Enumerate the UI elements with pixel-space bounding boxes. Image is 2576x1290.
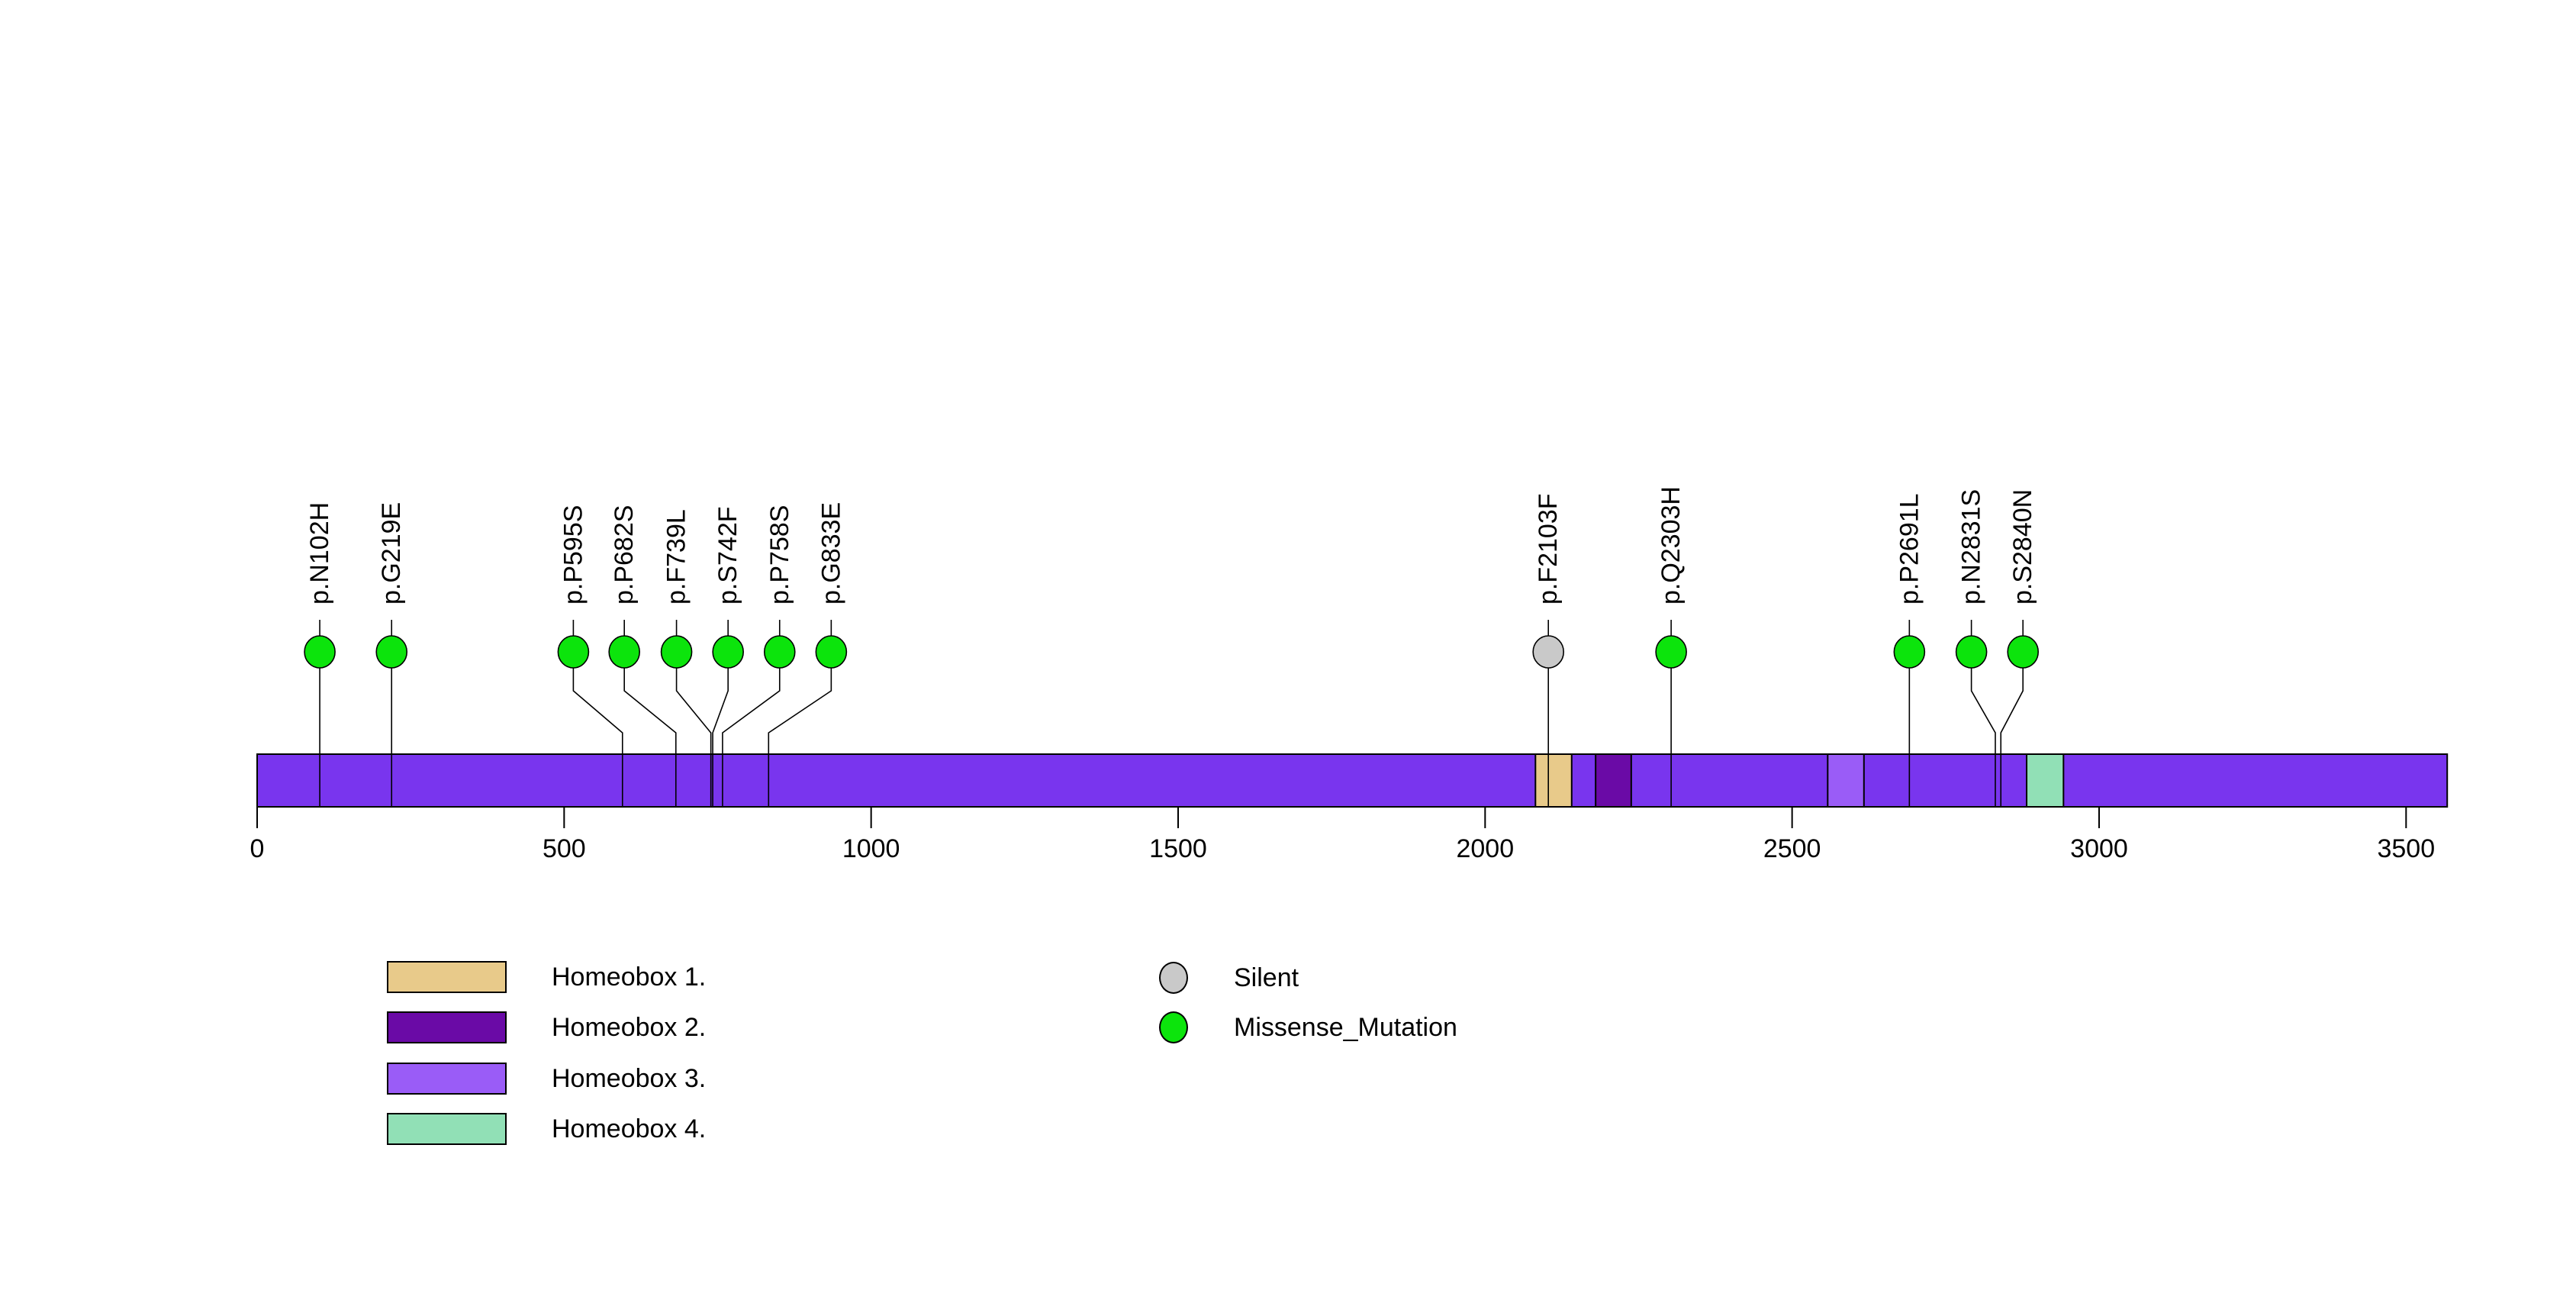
legend-swatch-homeobox-3 bbox=[387, 1063, 507, 1095]
legend-swatch-homeobox-4 bbox=[387, 1113, 507, 1145]
mutation-stem-lower bbox=[675, 668, 712, 806]
axis-tick-label: 500 bbox=[543, 834, 586, 863]
mutation-label-p-f739l: p.F739L bbox=[662, 509, 691, 605]
axis-tick-label: 3500 bbox=[2377, 834, 2435, 863]
legend-label-homeobox-1: Homeobox 1. bbox=[552, 963, 707, 992]
legend-label-silent: Silent bbox=[1234, 963, 1299, 992]
mutation-label-p-p595s: p.P595S bbox=[559, 505, 588, 605]
mutation-circle-p-s2840n bbox=[2007, 635, 2040, 669]
legend-label-homeobox-3: Homeobox 3. bbox=[552, 1064, 707, 1093]
legend-swatch-homeobox-2 bbox=[387, 1011, 507, 1043]
mutation-circle-p-p758s bbox=[763, 635, 796, 669]
domain-rect-homeobox-4 bbox=[2026, 753, 2065, 808]
legend-label-homeobox-4: Homeobox 4. bbox=[552, 1114, 707, 1143]
mutation-circle-p-p595s bbox=[557, 635, 590, 669]
mutation-label-p-s2840n: p.S2840N bbox=[2008, 489, 2037, 605]
mutation-stem-lower bbox=[768, 668, 832, 806]
axis-tick-label: 1500 bbox=[1149, 834, 1207, 863]
mutation-label-p-p758s: p.P758S bbox=[765, 505, 794, 605]
mutation-circle-p-s742f bbox=[712, 635, 744, 669]
mutation-circle-p-g219e bbox=[375, 635, 408, 669]
legend-label-homeobox-2: Homeobox 2. bbox=[552, 1013, 707, 1042]
legend-label-missense: Missense_Mutation bbox=[1234, 1013, 1457, 1042]
mutation-circle-p-n2831s bbox=[1955, 635, 1988, 669]
axis-tick-label: 0 bbox=[250, 834, 265, 863]
axis-tick-label: 2500 bbox=[1763, 834, 1821, 863]
mutation-label-p-g833e: p.G833E bbox=[816, 502, 845, 605]
mutation-stem-lower bbox=[722, 668, 781, 806]
mutation-circle-p-p682s bbox=[608, 635, 640, 669]
mutation-label-p-s742f: p.S742F bbox=[713, 506, 742, 605]
domain-rect-homeobox-2 bbox=[1595, 753, 1632, 808]
mutation-circle-p-p2691l bbox=[1893, 635, 1926, 669]
legend-swatch-homeobox-1 bbox=[387, 961, 507, 993]
mutation-stem-lower bbox=[572, 668, 623, 806]
mutation-circle-p-q2303h bbox=[1655, 635, 1687, 669]
mutation-label-p-q2303h: p.Q2303H bbox=[1657, 486, 1686, 605]
axis-tick-label: 3000 bbox=[2070, 834, 2128, 863]
domain-rect-homeobox-1 bbox=[1534, 753, 1573, 808]
mutation-label-p-n2831s: p.N2831S bbox=[1957, 489, 1986, 605]
mutation-circle-p-f739l bbox=[660, 635, 693, 669]
mutation-label-p-p682s: p.P682S bbox=[610, 505, 639, 605]
mutation-stem-lower bbox=[623, 668, 677, 806]
axis-tick-label: 2000 bbox=[1456, 834, 1514, 863]
mutation-stem-lower bbox=[2000, 668, 2024, 806]
domain-rect-homeobox-3 bbox=[1827, 753, 1865, 808]
mutation-label-p-p2691l: p.P2691L bbox=[1895, 493, 1924, 605]
legend-marker-missense bbox=[1159, 1011, 1188, 1043]
mutation-circle-p-n102h bbox=[304, 635, 336, 669]
mutation-label-p-f2103f: p.F2103F bbox=[1534, 493, 1563, 605]
legend-marker-silent bbox=[1159, 962, 1188, 994]
axis-tick-label: 1000 bbox=[842, 834, 900, 863]
protein-bar bbox=[256, 753, 2449, 808]
mutation-circle-p-g833e bbox=[815, 635, 848, 669]
mutation-label-p-g219e: p.G219E bbox=[377, 502, 406, 605]
mutation-stem-lower bbox=[1970, 668, 1996, 806]
mutation-stem-lower bbox=[712, 668, 729, 806]
mutation-label-p-n102h: p.N102H bbox=[305, 502, 334, 605]
mutation-circle-p-f2103f bbox=[1532, 635, 1564, 669]
